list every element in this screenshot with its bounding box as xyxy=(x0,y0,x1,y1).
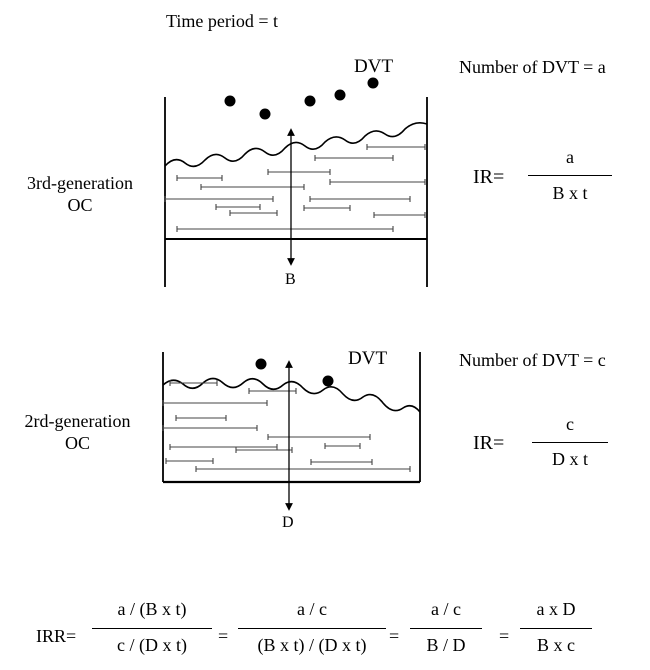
irr-fraction2-denominator: (B x t) / (D x t) xyxy=(257,635,367,655)
bottom-vessel-segment xyxy=(169,444,278,450)
bottom-vessel-segment xyxy=(195,466,411,472)
top-vessel-segment xyxy=(200,184,305,190)
top-depth-label: B xyxy=(285,271,296,288)
bottom-dvt-label: DVT xyxy=(348,348,388,369)
top-ir-prefix: IR= xyxy=(473,166,505,188)
top-dvt-dot xyxy=(334,89,346,101)
time-period-label: Time period = t xyxy=(166,11,278,31)
top-vessel-segment xyxy=(303,205,351,211)
top-vessel-segment xyxy=(176,226,394,232)
top-tank xyxy=(164,77,428,287)
top-ir-fraction-bar xyxy=(528,175,612,176)
bottom-tank-vessel-segments xyxy=(162,380,411,472)
bottom-vessel-segment xyxy=(267,434,371,440)
irr-fraction4-denominator: B x c xyxy=(537,635,575,655)
bottom-tank-wave xyxy=(162,377,421,413)
top-vessel-segment xyxy=(309,196,411,202)
bottom-ir-fraction-bar xyxy=(532,442,608,443)
top-vessel-segment xyxy=(267,169,331,175)
top-tank-vessel-segments xyxy=(164,144,426,232)
top-dvt-dot xyxy=(367,77,379,89)
irr-fraction4-bar xyxy=(520,628,592,629)
irr-fraction3-bar xyxy=(410,628,482,629)
irr-fraction1-bar xyxy=(92,628,212,629)
top-vessel-segment xyxy=(373,212,426,218)
bottom-dvt-dot xyxy=(255,358,267,370)
bottom-vessel-segment xyxy=(162,425,258,431)
top-dvt-label: DVT xyxy=(354,56,394,77)
top-vessel-segment xyxy=(176,175,223,181)
irr-prefix: IRR= xyxy=(36,626,77,646)
bottom-vessel-segment xyxy=(324,443,361,449)
irr-fraction3-denominator: B / D xyxy=(426,635,466,655)
bottom-ir-numerator: c xyxy=(566,414,574,434)
irr-fraction1-numerator: a / (B x t) xyxy=(117,599,187,619)
bottom-tank xyxy=(162,352,421,511)
top-ir-denominator: B x t xyxy=(552,183,588,203)
bottom-vessel-segment xyxy=(169,380,218,386)
irr-fraction1-denominator: c / (D x t) xyxy=(117,635,187,655)
bottom-vessel-segment xyxy=(175,415,227,421)
bottom-vessel-segment xyxy=(162,400,268,406)
irr-equals-2: = xyxy=(389,626,400,646)
top-dvt-dot xyxy=(259,108,271,120)
irr-equals-1: = xyxy=(218,626,229,646)
top-vessel-segment xyxy=(314,155,394,161)
bottom-dvt-count: Number of DVT = c xyxy=(459,350,606,370)
top-ir-numerator: a xyxy=(566,147,574,167)
top-vessel-segment xyxy=(164,196,274,202)
irr-equals-3: = xyxy=(499,626,510,646)
bottom-group-label-line2: OC xyxy=(64,433,90,453)
top-vessel-segment xyxy=(215,204,261,210)
bottom-depth-label: D xyxy=(282,514,294,531)
top-group-label-line2: OC xyxy=(67,195,93,215)
irr-fraction4-numerator: a x D xyxy=(536,599,576,619)
top-vessel-segment xyxy=(329,179,426,185)
top-group-label-line1: 3rd-generation xyxy=(27,173,133,193)
top-vessel-segment xyxy=(366,144,426,150)
top-dvt-count: Number of DVT = a xyxy=(459,57,606,77)
top-dvt-dot xyxy=(304,95,316,107)
bottom-ir-prefix: IR= xyxy=(473,432,505,454)
top-tank-wave xyxy=(164,122,428,168)
irr-fraction2-bar xyxy=(238,628,386,629)
bottom-ir-denominator: D x t xyxy=(552,449,588,469)
bottom-group-label-line1: 2rd-generation xyxy=(24,411,131,431)
bottom-vessel-segment xyxy=(165,458,214,464)
bottom-vessel-segment xyxy=(235,447,293,453)
irr-fraction2-numerator: a / c xyxy=(297,599,327,619)
top-vessel-segment xyxy=(229,210,278,216)
irr-fraction3-numerator: a / c xyxy=(431,599,461,619)
bottom-vessel-segment xyxy=(310,459,373,465)
bottom-dvt-dot xyxy=(322,375,334,387)
top-dvt-dot xyxy=(224,95,236,107)
